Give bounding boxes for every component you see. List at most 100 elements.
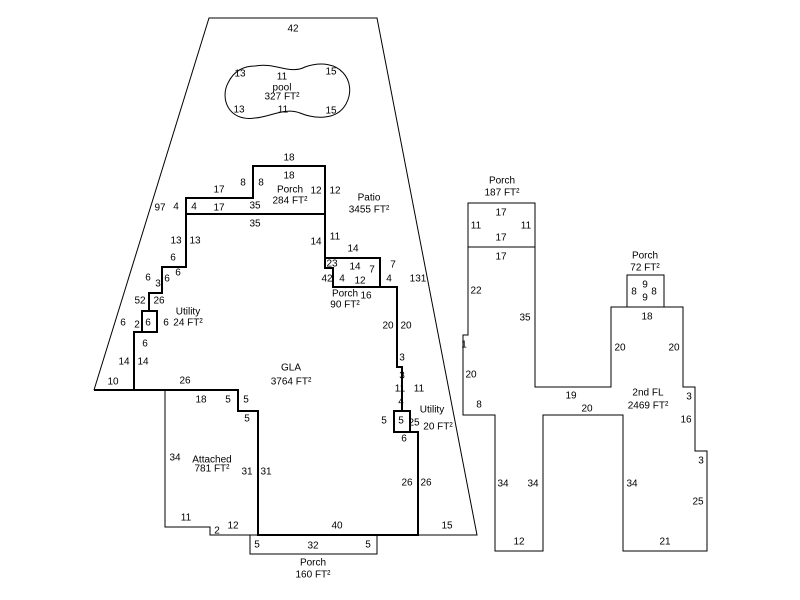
area-area-label: 2469 FT² bbox=[628, 401, 669, 412]
dimension-label: 6 bbox=[175, 268, 181, 279]
dimension-label: 35 bbox=[519, 313, 531, 324]
dimension-label: 2 bbox=[214, 526, 220, 537]
dimension-label: 40 bbox=[331, 521, 343, 532]
utility-20-outline bbox=[393, 410, 411, 433]
dimension-label: 18 bbox=[283, 171, 295, 182]
dimension-label: 5 bbox=[243, 395, 249, 406]
dimension-label: 6 bbox=[164, 274, 170, 285]
dimension-label: 13 bbox=[233, 105, 245, 116]
dimension-label: 23 bbox=[326, 259, 338, 270]
area-area-label: 327 FT² bbox=[264, 92, 300, 103]
area-name-label: Porch bbox=[300, 558, 326, 569]
dimension-label: 31 bbox=[241, 467, 253, 478]
dimension-label: 6 bbox=[401, 434, 407, 445]
dimension-label: 26 bbox=[153, 296, 165, 307]
dimension-label: 20 bbox=[465, 370, 477, 381]
dimension-label: 11 bbox=[471, 221, 482, 232]
dimension-label: 5 bbox=[254, 540, 260, 551]
dimension-label: 18 bbox=[283, 153, 295, 164]
dimension-label: 4 bbox=[398, 397, 404, 408]
dimension-label: 131 bbox=[410, 274, 427, 285]
area-area-label: 160 FT² bbox=[295, 570, 331, 581]
dimension-label: 52 bbox=[134, 296, 146, 307]
dimension-label: 16 bbox=[680, 415, 692, 426]
dimension-label: 34 bbox=[497, 479, 509, 490]
dimension-label: 20 bbox=[581, 404, 593, 415]
area-area-label: 781 FT² bbox=[194, 464, 230, 475]
dimension-label: 26 bbox=[401, 478, 413, 489]
area-name-label: Porch bbox=[277, 185, 303, 196]
dimension-label: 6 bbox=[163, 318, 169, 329]
dimension-label: 14 bbox=[349, 262, 361, 273]
dimension-label: 8 bbox=[631, 287, 637, 298]
area-name-label: Porch bbox=[489, 176, 515, 187]
dimension-label: 2 bbox=[134, 320, 140, 331]
dimension-label: 32 bbox=[307, 541, 319, 552]
dimension-label: 11 bbox=[521, 221, 532, 232]
dimension-label: 13 bbox=[234, 69, 246, 80]
dimension-label: 31 bbox=[260, 467, 272, 478]
dimension-label: 17 bbox=[495, 208, 507, 219]
utility-24-outline bbox=[141, 310, 158, 333]
dimension-label: 25 bbox=[692, 497, 704, 508]
dimension-label: 5 bbox=[381, 416, 387, 427]
area-name-label: Patio bbox=[358, 193, 381, 204]
dimension-label: 6 bbox=[142, 339, 148, 350]
dimension-label: 14 bbox=[137, 357, 149, 368]
dimension-label: 35 bbox=[249, 201, 261, 212]
area-name-label: Porch bbox=[632, 251, 658, 262]
dimension-label: 7 bbox=[369, 265, 375, 276]
dimension-label: 13 bbox=[170, 236, 182, 247]
dimension-label: 26 bbox=[179, 376, 191, 387]
dimension-label: 11 bbox=[414, 384, 425, 395]
area-area-label: 3455 FT² bbox=[349, 205, 390, 216]
dimension-label: 10 bbox=[107, 377, 119, 388]
dimension-label: 3 bbox=[698, 456, 704, 467]
dimension-label: 25 bbox=[408, 418, 420, 429]
dimension-label: 12 bbox=[227, 521, 239, 532]
dimension-label: 34 bbox=[169, 453, 181, 464]
dimension-label: 15 bbox=[441, 521, 453, 532]
dimension-label: 9 bbox=[642, 280, 648, 291]
dimension-label: 14 bbox=[118, 357, 130, 368]
area-name-label: Utility bbox=[420, 405, 444, 416]
dimension-label: 42 bbox=[287, 24, 299, 35]
dimension-label: 12 bbox=[310, 186, 322, 197]
porch-72-outline bbox=[626, 274, 665, 308]
dimension-label: 11 bbox=[277, 72, 288, 83]
dimension-label: 18 bbox=[641, 312, 653, 323]
dimension-label: 17 bbox=[213, 203, 225, 214]
area-area-label: 72 FT² bbox=[630, 263, 660, 274]
dimension-label: 21 bbox=[659, 537, 671, 548]
area-name-label: Attached bbox=[192, 455, 231, 466]
area-name-label: 2nd FL bbox=[632, 388, 664, 399]
dimension-label: 4 bbox=[173, 202, 179, 213]
dimension-label: 97 bbox=[154, 203, 166, 214]
dimension-label: 9 bbox=[642, 293, 648, 304]
dimension-label: 8 bbox=[476, 400, 482, 411]
dimension-label: 14 bbox=[347, 244, 359, 255]
dimension-label: 6 bbox=[170, 253, 176, 264]
dimension-label: 12 bbox=[329, 186, 341, 197]
dimension-label: 5 bbox=[225, 395, 231, 406]
dimension-label: 12 bbox=[354, 276, 366, 287]
dimension-label: 8 bbox=[240, 178, 246, 189]
area-name-label: Porch bbox=[332, 289, 358, 300]
dimension-label: 12 bbox=[513, 537, 525, 548]
dimension-label: 15 bbox=[325, 67, 337, 78]
area-area-label: 284 FT² bbox=[272, 196, 308, 207]
dimension-label: 1 bbox=[461, 340, 467, 351]
dimension-label: 20 bbox=[400, 321, 412, 332]
second-floor-outline bbox=[462, 246, 708, 552]
porch-90-outline bbox=[325, 257, 381, 287]
gla-outline bbox=[133, 213, 419, 536]
dimension-label: 20 bbox=[668, 343, 680, 354]
area-area-label: 20 FT² bbox=[423, 422, 453, 433]
dimension-label: 11 bbox=[330, 232, 341, 243]
dimension-label: 35 bbox=[249, 219, 261, 230]
area-name-label: pool bbox=[273, 83, 292, 94]
dimension-label: 5 bbox=[244, 414, 250, 425]
